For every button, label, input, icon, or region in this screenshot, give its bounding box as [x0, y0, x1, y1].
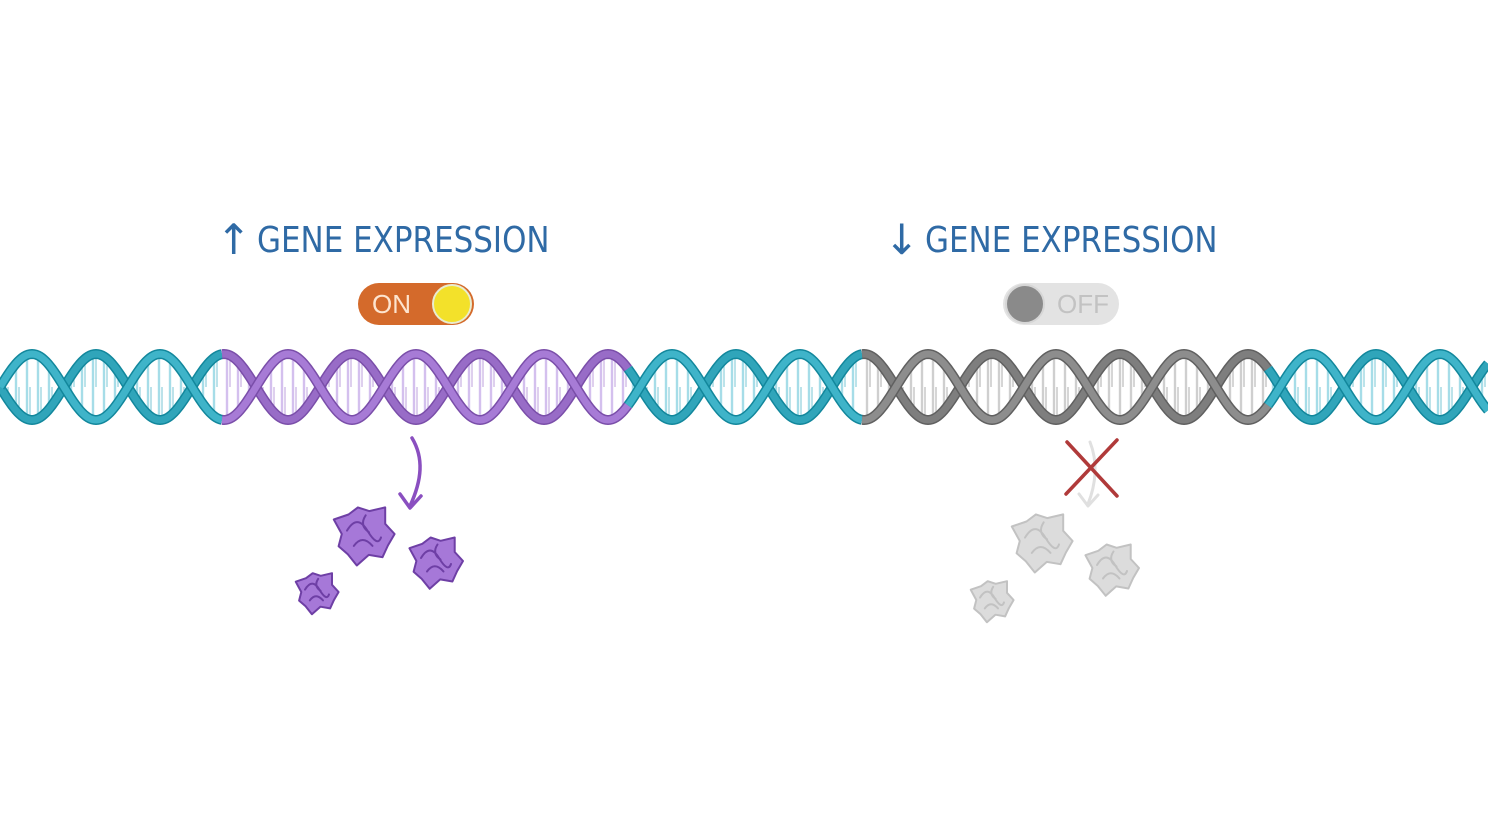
protein-fold [308, 595, 324, 602]
protein-fold [983, 603, 999, 610]
dna-strand-back [861, 350, 1271, 424]
protein-body [1084, 543, 1140, 597]
dna-segment-silenced-gene [861, 348, 1272, 426]
increased-gene-expression-label: ↑ GENE EXPRESSION [216, 213, 606, 267]
red-x-icon [1064, 438, 1119, 498]
decreased-gene-expression-label: ↓ GENE EXPRESSION [884, 213, 1274, 267]
protein-body [294, 572, 340, 616]
dna-strand-back [625, 350, 863, 424]
dna-strand-back [1265, 350, 1488, 424]
protein-inactive-2 [1084, 543, 1140, 597]
toggle-off-knob [1005, 284, 1045, 324]
protein-body [408, 536, 464, 590]
dna-strand-back [221, 350, 631, 424]
protein-fold [361, 514, 371, 534]
dna-strand-back [0, 350, 223, 424]
protein-active-1 [332, 506, 396, 567]
up-arrow-icon: ↑ [216, 215, 252, 264]
protein-fold [1039, 521, 1049, 541]
protein-fold [1102, 572, 1121, 580]
gene-off-toggle[interactable]: OFF [1003, 283, 1119, 325]
curved-arrow-down-icon [398, 436, 423, 510]
protein-fold [426, 565, 445, 573]
dna-segment-left [0, 348, 224, 426]
protein-inactive-1 [1010, 513, 1074, 574]
toggle-on-label: ON [372, 288, 411, 319]
dna-strand-front [0, 350, 223, 424]
gene-on-toggle[interactable]: ON [358, 283, 474, 325]
protein-fold [434, 543, 442, 561]
protein-fold [315, 577, 322, 592]
protein-fold [352, 538, 374, 547]
protein-active-3 [294, 572, 340, 616]
protein-fold [1030, 545, 1052, 554]
dna-segment-active-gene [221, 348, 632, 426]
down-arrow-icon: ↓ [884, 215, 920, 264]
dna-strand-front [1265, 350, 1488, 424]
toggle-off-label: OFF [1057, 288, 1109, 319]
protein-active-2 [408, 536, 464, 590]
increased-expression-text: GENE EXPRESSION [257, 219, 550, 261]
protein-inactive-3 [969, 580, 1015, 624]
protein-body [332, 506, 396, 567]
toggle-on-knob [432, 284, 472, 324]
protein-body [1010, 513, 1074, 574]
strand-outline-front [623, 348, 864, 426]
decreased-expression-text: GENE EXPRESSION [925, 219, 1218, 261]
dna-strand-front [221, 350, 631, 424]
dna-segment-right [1263, 348, 1488, 426]
protein-fold [1110, 550, 1118, 568]
protein-fold [990, 585, 997, 600]
dna-segment-middle [623, 348, 864, 426]
dna-strand-front [625, 350, 863, 424]
protein-body [969, 580, 1015, 624]
dna-strand-front [861, 350, 1271, 424]
